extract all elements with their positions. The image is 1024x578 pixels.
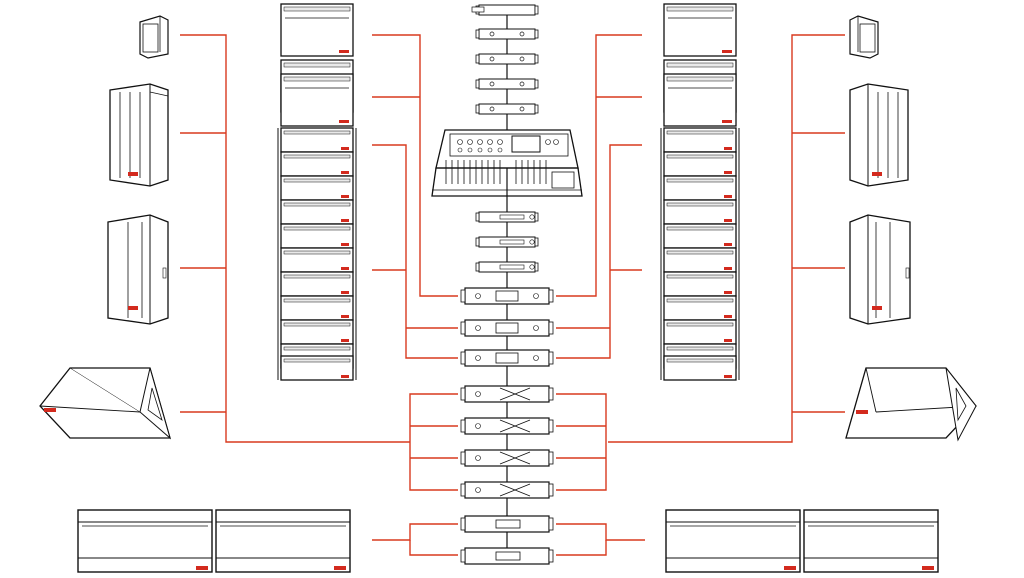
dsp-processor	[475, 103, 539, 115]
small-satellite-speaker	[139, 15, 169, 59]
right-line-array	[660, 3, 740, 381]
dsp-processor	[475, 28, 539, 40]
left-line-array	[277, 3, 357, 381]
digital-mixing-console	[431, 129, 583, 197]
tall-two-way-speaker	[849, 83, 909, 187]
power-amplifier	[460, 319, 554, 337]
signal-processor	[475, 211, 539, 223]
wedge-stage-monitor	[845, 367, 977, 442]
left-dual-subwoofer	[77, 509, 351, 573]
mid-two-way-speaker	[849, 214, 911, 325]
power-amplifier	[460, 349, 554, 367]
dsp-processor	[471, 4, 539, 16]
class-d-amplifier	[460, 385, 554, 403]
wedge-stage-monitor	[39, 367, 171, 440]
mid-two-way-speaker	[107, 214, 169, 325]
small-satellite-speaker	[849, 15, 879, 59]
class-d-amplifier	[460, 417, 554, 435]
signal-processor	[475, 261, 539, 273]
tall-two-way-speaker	[109, 83, 169, 187]
right-dual-subwoofer	[665, 509, 939, 573]
signal-wires	[180, 34, 845, 556]
sub-amplifier	[460, 515, 554, 533]
center-rack	[431, 4, 583, 565]
power-amplifier	[460, 287, 554, 305]
class-d-amplifier	[460, 449, 554, 467]
signal-processor	[475, 236, 539, 248]
dsp-processor	[475, 53, 539, 65]
class-d-amplifier	[460, 481, 554, 499]
dsp-processor	[475, 78, 539, 90]
sub-amplifier	[460, 547, 554, 565]
